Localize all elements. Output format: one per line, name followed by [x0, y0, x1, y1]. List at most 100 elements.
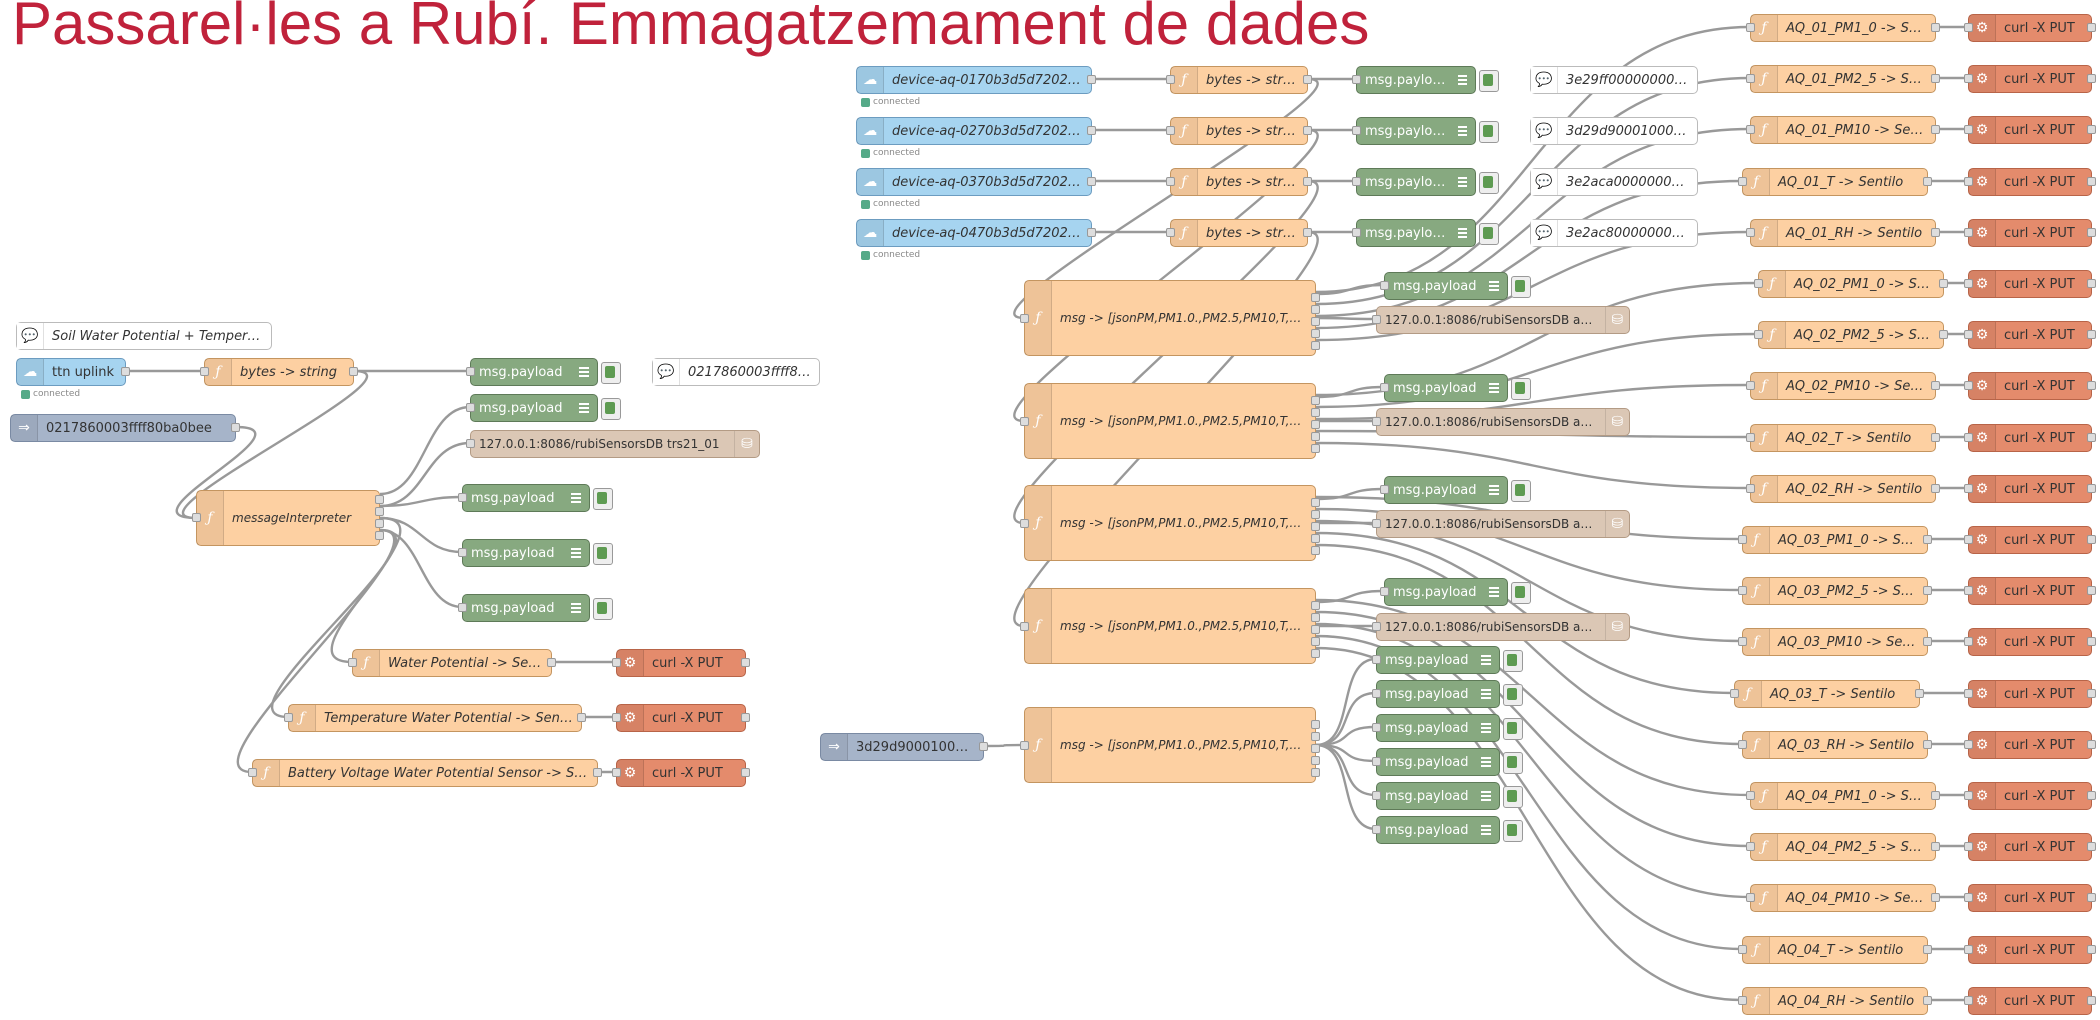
- input-port[interactable]: [1964, 74, 1973, 83]
- output-port[interactable]: [2087, 433, 2096, 442]
- output-port[interactable]: [1923, 177, 1932, 186]
- debug-msg-payload[interactable]: msg.payload: [466, 394, 621, 422]
- input-port[interactable]: [1746, 381, 1755, 390]
- output-port[interactable]: [1311, 613, 1320, 622]
- exec-curl-put[interactable]: ⚙ curl -X PUT: [612, 649, 750, 677]
- output-port[interactable]: [2087, 330, 2096, 339]
- input-port[interactable]: [1372, 417, 1381, 426]
- fn-battery-voltage-sentilo[interactable]: ƒ Battery Voltage Water Potential Sensor…: [248, 759, 602, 787]
- output-port[interactable]: [1931, 74, 1940, 83]
- output-port[interactable]: [547, 658, 556, 667]
- output-port[interactable]: [1939, 330, 1948, 339]
- output-port[interactable]: [1311, 396, 1320, 405]
- debug-msg-payload[interactable]: msg.payload: [1352, 117, 1499, 145]
- input-port[interactable]: [1352, 177, 1361, 186]
- output-port[interactable]: [1087, 177, 1096, 186]
- debug-toggle[interactable]: [1479, 172, 1499, 194]
- influxdb-out-trs21[interactable]: 127.0.0.1:8086/rubiSensorsDB trs21_01 ⛁: [466, 430, 760, 458]
- input-port[interactable]: [1020, 314, 1029, 323]
- exec-curl-put[interactable]: ⚙curl -X PUT: [1964, 782, 2096, 810]
- debug-toggle[interactable]: [593, 488, 613, 510]
- output-port[interactable]: [2087, 484, 2096, 493]
- output-port[interactable]: [741, 713, 750, 722]
- output-port[interactable]: [1931, 381, 1940, 390]
- input-port[interactable]: [612, 658, 621, 667]
- output-port[interactable]: [1931, 842, 1940, 851]
- comment-device-id[interactable]: 💬3e29ff000000000000: [1530, 66, 1698, 94]
- debug-msg-payload[interactable]: msg.payload: [1380, 578, 1531, 606]
- output-port[interactable]: [1311, 444, 1320, 453]
- input-port[interactable]: [1738, 637, 1747, 646]
- input-port[interactable]: [1964, 23, 1973, 32]
- input-port[interactable]: [1380, 281, 1389, 290]
- input-port[interactable]: [612, 713, 621, 722]
- input-port[interactable]: [1754, 279, 1763, 288]
- input-port[interactable]: [1746, 23, 1755, 32]
- input-port[interactable]: [1746, 74, 1755, 83]
- fn-temperature-water-potential-sentilo[interactable]: ƒ Temperature Water Potential -> Sentilo: [284, 704, 586, 732]
- input-port[interactable]: [1380, 587, 1389, 596]
- input-port[interactable]: [1166, 177, 1175, 186]
- output-port[interactable]: [1311, 744, 1320, 753]
- debug-msg-payload[interactable]: msg.payload: [1380, 272, 1531, 300]
- output-port[interactable]: [1311, 637, 1320, 646]
- input-port[interactable]: [1964, 996, 1973, 1005]
- output-port[interactable]: [1311, 756, 1320, 765]
- input-port[interactable]: [1372, 519, 1381, 528]
- input-port[interactable]: [1352, 126, 1361, 135]
- debug-msg-payload[interactable]: msg.payload: [458, 539, 613, 567]
- input-port[interactable]: [1372, 689, 1381, 698]
- exec-curl-put[interactable]: ⚙curl -X PUT: [1964, 321, 2096, 349]
- output-port[interactable]: [2087, 637, 2096, 646]
- output-port[interactable]: [1311, 420, 1320, 429]
- output-port[interactable]: [1923, 535, 1932, 544]
- output-port[interactable]: [1311, 546, 1320, 555]
- input-port[interactable]: [1964, 893, 1973, 902]
- exec-curl-put[interactable]: ⚙curl -X PUT: [1964, 577, 2096, 605]
- output-port[interactable]: [1915, 689, 1924, 698]
- output-port[interactable]: [1087, 126, 1096, 135]
- debug-msg-payload[interactable]: msg.payload: [1352, 219, 1499, 247]
- input-port[interactable]: [1964, 586, 1973, 595]
- output-port[interactable]: [1931, 433, 1940, 442]
- input-port[interactable]: [1746, 791, 1755, 800]
- exec-curl-put[interactable]: ⚙curl -X PUT: [1964, 628, 2096, 656]
- output-port[interactable]: [231, 423, 240, 432]
- debug-msg-payload[interactable]: msg.payload: [1352, 168, 1499, 196]
- input-port[interactable]: [1738, 535, 1747, 544]
- output-port[interactable]: [375, 519, 384, 528]
- output-port[interactable]: [1311, 408, 1320, 417]
- output-port[interactable]: [1311, 305, 1320, 314]
- output-port[interactable]: [1311, 625, 1320, 634]
- input-port[interactable]: [248, 768, 257, 777]
- output-port[interactable]: [1931, 791, 1940, 800]
- input-port[interactable]: [458, 603, 467, 612]
- output-port[interactable]: [2087, 996, 2096, 1005]
- debug-toggle[interactable]: [601, 398, 621, 420]
- exec-curl-put[interactable]: ⚙curl -X PUT: [1964, 526, 2096, 554]
- input-port[interactable]: [1746, 433, 1755, 442]
- output-port[interactable]: [1931, 228, 1940, 237]
- output-port[interactable]: [375, 507, 384, 516]
- input-port[interactable]: [1964, 484, 1973, 493]
- input-port[interactable]: [1372, 791, 1381, 800]
- output-port[interactable]: [2087, 74, 2096, 83]
- output-port[interactable]: [1931, 125, 1940, 134]
- input-port[interactable]: [1746, 893, 1755, 902]
- output-port[interactable]: [1303, 126, 1312, 135]
- debug-toggle[interactable]: [1511, 378, 1531, 400]
